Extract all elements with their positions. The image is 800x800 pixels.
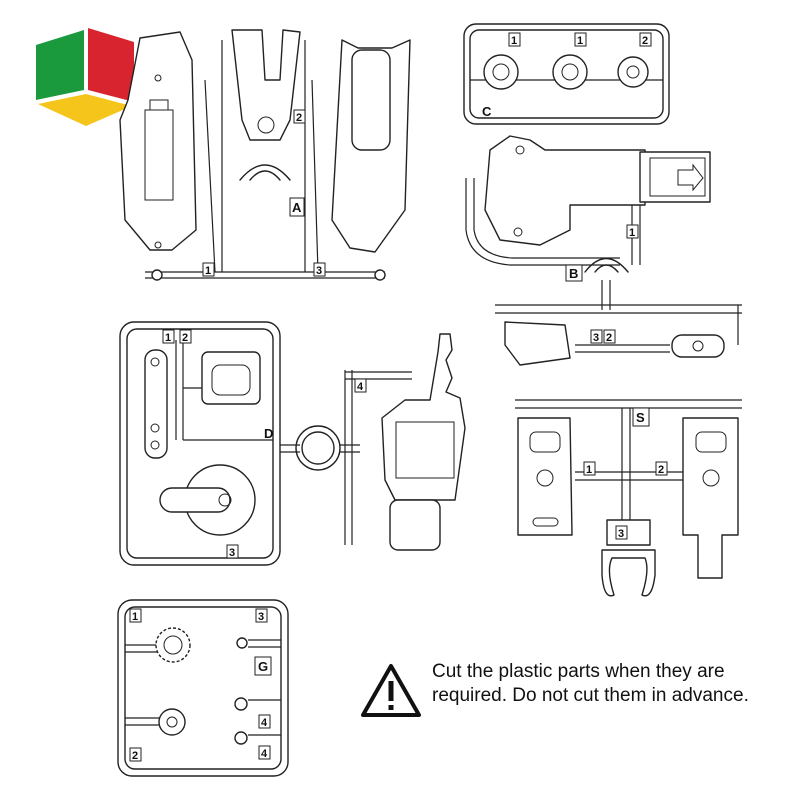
part-number: 4 [261,717,268,729]
part-number: 1 [165,332,171,344]
cut-parts-notice: Cut the plastic parts when they are requ… [432,661,749,706]
part-number: 2 [606,332,612,344]
part-number: 2 [658,464,664,476]
sprue-d: D 1 2 3 4 [119,321,466,566]
part-number: 1 [577,35,583,47]
svg-text:A: A [292,200,302,215]
part-number: 3 [316,265,322,277]
sprue-s: S 1 2 3 [515,399,742,597]
part-number: 2 [296,112,302,124]
sprue-d-letter: D [264,426,273,441]
part-number: 1 [132,611,138,623]
cube-logo-icon [36,28,134,126]
part-number: 3 [258,611,264,623]
part-number: 1 [511,35,517,47]
part-number: 4 [357,381,364,393]
sprue-a-letter: A [289,197,305,217]
sprue-c-letter: C [482,104,492,119]
part-number: 4 [261,748,268,760]
sprue-s-letter: S [632,407,650,427]
part-number: 3 [618,528,624,540]
part-number: 1 [205,265,211,277]
part-number: 1 [629,227,635,239]
sprue-b: B 1 3 2 [465,135,742,366]
part-number: 3 [593,332,599,344]
part-number: 2 [182,332,188,344]
svg-text:C: C [482,104,492,119]
sprue-a: A 1 2 3 [119,29,411,281]
part-number: 2 [132,750,138,762]
svg-text:D: D [264,426,273,441]
svg-text:S: S [636,410,645,425]
sprue-c: C 1 1 2 [463,23,670,125]
sprue-g-letter: G [254,656,272,676]
part-number: 2 [642,35,648,47]
part-number: 3 [229,547,235,559]
sprue-b-letter: B [565,264,583,282]
sprue-g: G 1 3 4 2 4 [117,599,289,777]
warning-triangle-icon [361,664,421,717]
part-number: 1 [586,464,592,476]
svg-text:B: B [569,266,578,281]
svg-text:G: G [258,659,268,674]
